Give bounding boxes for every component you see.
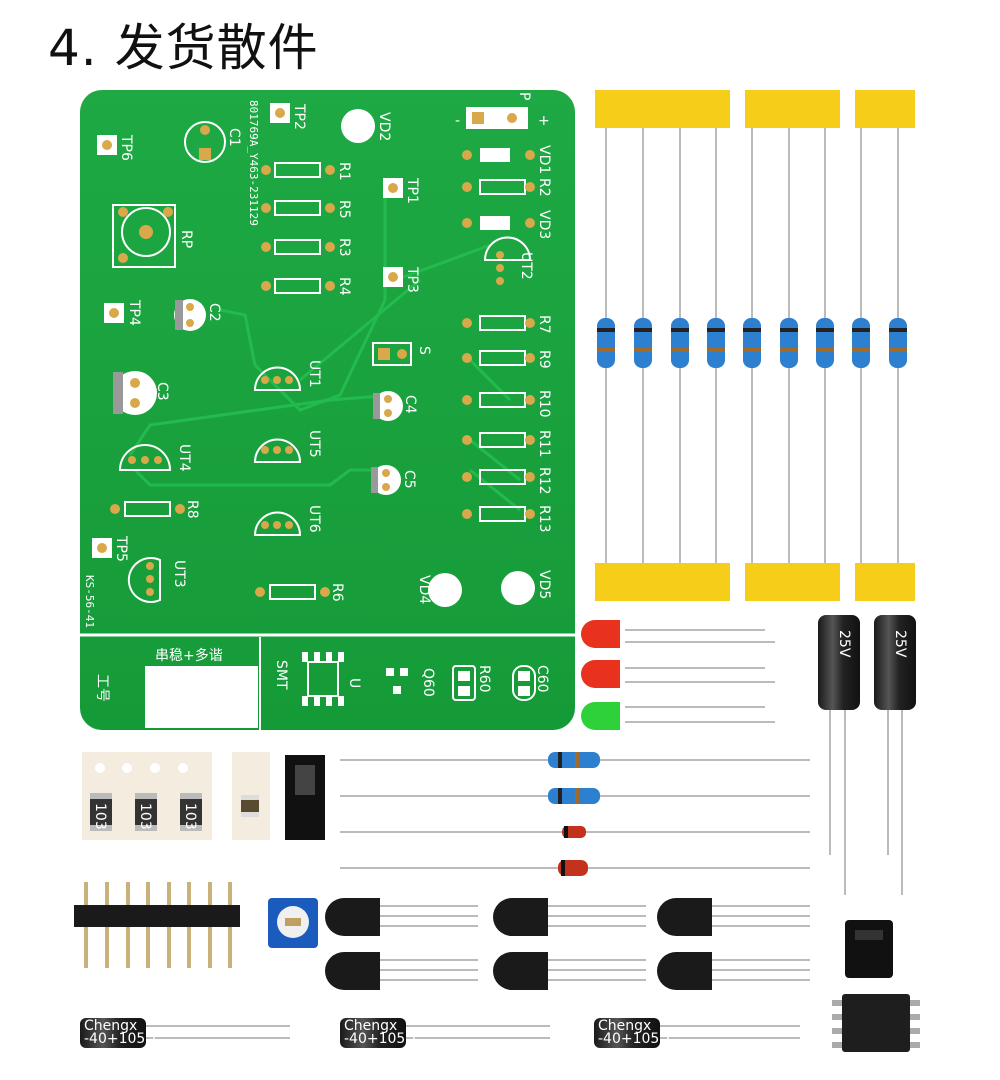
label-r13: R13 bbox=[536, 505, 552, 533]
label-q60: Q60 bbox=[420, 668, 436, 697]
power-label: P bbox=[516, 92, 532, 100]
label-r3: R3 bbox=[336, 238, 352, 257]
resistor-footprints-right bbox=[462, 148, 535, 522]
label-c60: C60 bbox=[534, 665, 550, 693]
label-ut2: UT2 bbox=[518, 252, 534, 280]
label-vd3: VD3 bbox=[536, 210, 552, 239]
label-tp2: TP2 bbox=[291, 103, 307, 130]
label-s: S bbox=[416, 346, 432, 355]
label-tp3: TP3 bbox=[404, 266, 420, 293]
label-r2: R2 bbox=[536, 178, 552, 197]
label-tp4: TP4 bbox=[126, 299, 142, 326]
transistor-footprints bbox=[118, 236, 532, 603]
cap-brand-2: Chengx bbox=[344, 1018, 397, 1034]
label-c1: C1 bbox=[226, 128, 242, 147]
edge-code: KS-56-41 bbox=[83, 575, 96, 628]
label-r8: R8 bbox=[184, 500, 200, 519]
label-tp5: TP5 bbox=[113, 535, 129, 562]
label-ut1: UT1 bbox=[306, 360, 322, 388]
smd-code-2: 103 bbox=[137, 803, 153, 830]
pcb-board: 串稳+多谐 工号 801769A_Y463-231129 KS-56-41 TP… bbox=[80, 90, 575, 730]
label-c2: C2 bbox=[206, 303, 222, 322]
cap-voltage-1: 25V bbox=[836, 630, 852, 658]
electrolytic-caps-small: Chengx -40+105°C Chengx -40+105°C Chengx… bbox=[80, 1018, 800, 1048]
to92-transistors bbox=[325, 898, 810, 990]
trimmer-pot bbox=[268, 898, 318, 948]
cap-brand-3: Chengx bbox=[598, 1018, 651, 1034]
cap-voltage-2: 25V bbox=[892, 630, 908, 658]
power-plus: + bbox=[538, 113, 550, 129]
label-r4: R4 bbox=[336, 277, 352, 296]
label-r7: R7 bbox=[536, 315, 552, 334]
label-ut4: UT4 bbox=[176, 444, 192, 472]
label-ut5: UT5 bbox=[306, 430, 322, 458]
taped-resistors bbox=[595, 90, 915, 601]
label-ut3: UT3 bbox=[171, 560, 187, 588]
label-r5: R5 bbox=[336, 200, 352, 219]
label-rp: RP bbox=[178, 230, 194, 248]
label-r10: R10 bbox=[536, 390, 552, 418]
label-u: U bbox=[346, 678, 362, 688]
label-r11: R11 bbox=[536, 430, 552, 458]
label-r12: R12 bbox=[536, 467, 552, 495]
label-c4: C4 bbox=[402, 395, 418, 414]
cap-rating-3: -40+105°C bbox=[598, 1031, 676, 1047]
jumper-and-ic bbox=[832, 920, 920, 1052]
label-ut6: UT6 bbox=[306, 505, 322, 533]
pin-header bbox=[74, 882, 240, 968]
cap-rating-1: -40+105°C bbox=[84, 1031, 162, 1047]
board-id: 801769A_Y463-231129 bbox=[247, 100, 260, 226]
smd-code-1: 103 bbox=[92, 803, 108, 830]
label-vd2: VD2 bbox=[376, 112, 392, 141]
label-smt: SMT bbox=[273, 660, 289, 690]
label-vd1: VD1 bbox=[536, 145, 552, 174]
power-minus: - bbox=[455, 113, 460, 129]
side-label: 工号 bbox=[94, 674, 110, 702]
label-r1: R1 bbox=[336, 162, 352, 181]
label-vd5: VD5 bbox=[536, 570, 552, 599]
cap-brand-1: Chengx bbox=[84, 1018, 137, 1034]
page-title: 4. 发货散件 bbox=[48, 19, 319, 77]
label-c5: C5 bbox=[401, 470, 417, 489]
label-tp1: TP1 bbox=[404, 177, 420, 204]
label-r6: R6 bbox=[329, 583, 345, 602]
label-r60: R60 bbox=[476, 665, 492, 693]
cap-rating-2: -40+105°C bbox=[344, 1031, 422, 1047]
resistor-footprints-left bbox=[261, 162, 335, 294]
panel-label: 串稳+多谐 bbox=[155, 647, 223, 664]
smd-tape: 103 103 103 bbox=[82, 752, 325, 840]
label-c3: C3 bbox=[154, 382, 170, 401]
label-tp6: TP6 bbox=[118, 134, 134, 161]
smd-code-3: 103 bbox=[182, 803, 198, 830]
label-r9: R9 bbox=[536, 350, 552, 369]
electrolytic-caps-large: 25V 25V bbox=[818, 615, 916, 895]
axial-parts bbox=[340, 752, 810, 876]
leds bbox=[581, 620, 775, 730]
label-vd4: VD4 bbox=[416, 575, 432, 604]
